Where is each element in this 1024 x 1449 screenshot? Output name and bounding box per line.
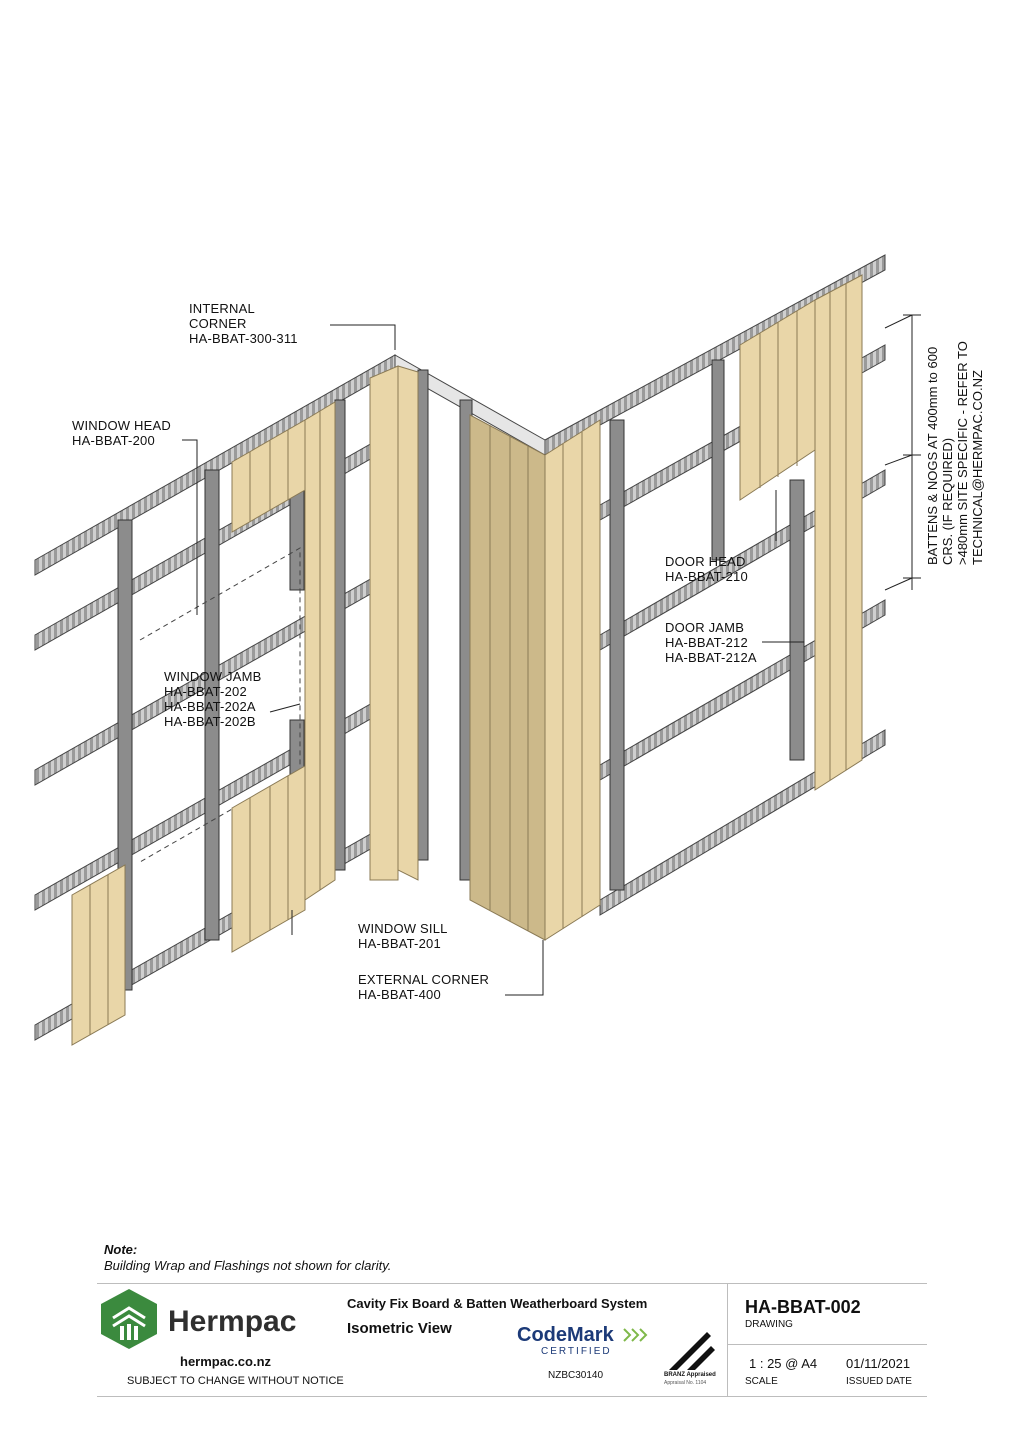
disclaimer: SUBJECT TO CHANGE WITHOUT NOTICE	[127, 1375, 344, 1387]
codemark-certified: CERTIFIED	[541, 1346, 612, 1357]
right-wall-studs	[609, 359, 805, 891]
title-block-bottom-rule	[97, 1396, 927, 1397]
leader-lines	[182, 314, 921, 996]
scale-value: 1 : 25 @ A4	[749, 1356, 818, 1371]
note-title: Note:	[104, 1242, 138, 1257]
issued-date-label: ISSUED DATE	[846, 1376, 912, 1387]
window-opening	[139, 547, 301, 863]
branz-number: Appraisal No. 1104	[664, 1380, 707, 1386]
system-title: Cavity Fix Board & Batten Weatherboard S…	[347, 1296, 648, 1311]
branz-label: BRANZ Appraised	[664, 1372, 716, 1378]
scale-label: SCALE	[745, 1376, 778, 1387]
drawing-label: DRAWING	[745, 1319, 793, 1330]
title-block-divider	[727, 1283, 728, 1396]
certificate-number: NZBC30140	[548, 1370, 604, 1381]
codemark-logo: CodeMark	[517, 1324, 614, 1346]
note-text: Building Wrap and Flashings not shown fo…	[104, 1258, 392, 1273]
issued-date: 01/11/2021	[846, 1356, 911, 1371]
cladding-battens	[89, 283, 847, 1035]
internal-corner-framing	[417, 369, 473, 881]
title-block-top-rule	[97, 1283, 927, 1284]
drawing-number: HA-BBAT-002	[745, 1297, 861, 1317]
branz-logo-icon	[669, 1332, 715, 1370]
hermpac-logo-icon	[101, 1289, 157, 1349]
view-title: Isometric View	[347, 1320, 452, 1337]
website[interactable]: hermpac.co.nz	[180, 1354, 272, 1369]
codemark-chevrons-icon	[623, 1328, 648, 1342]
timber-cladding	[71, 274, 863, 1046]
title-block-inner-rule	[727, 1344, 927, 1345]
brand-name: Hermpac	[168, 1305, 297, 1338]
